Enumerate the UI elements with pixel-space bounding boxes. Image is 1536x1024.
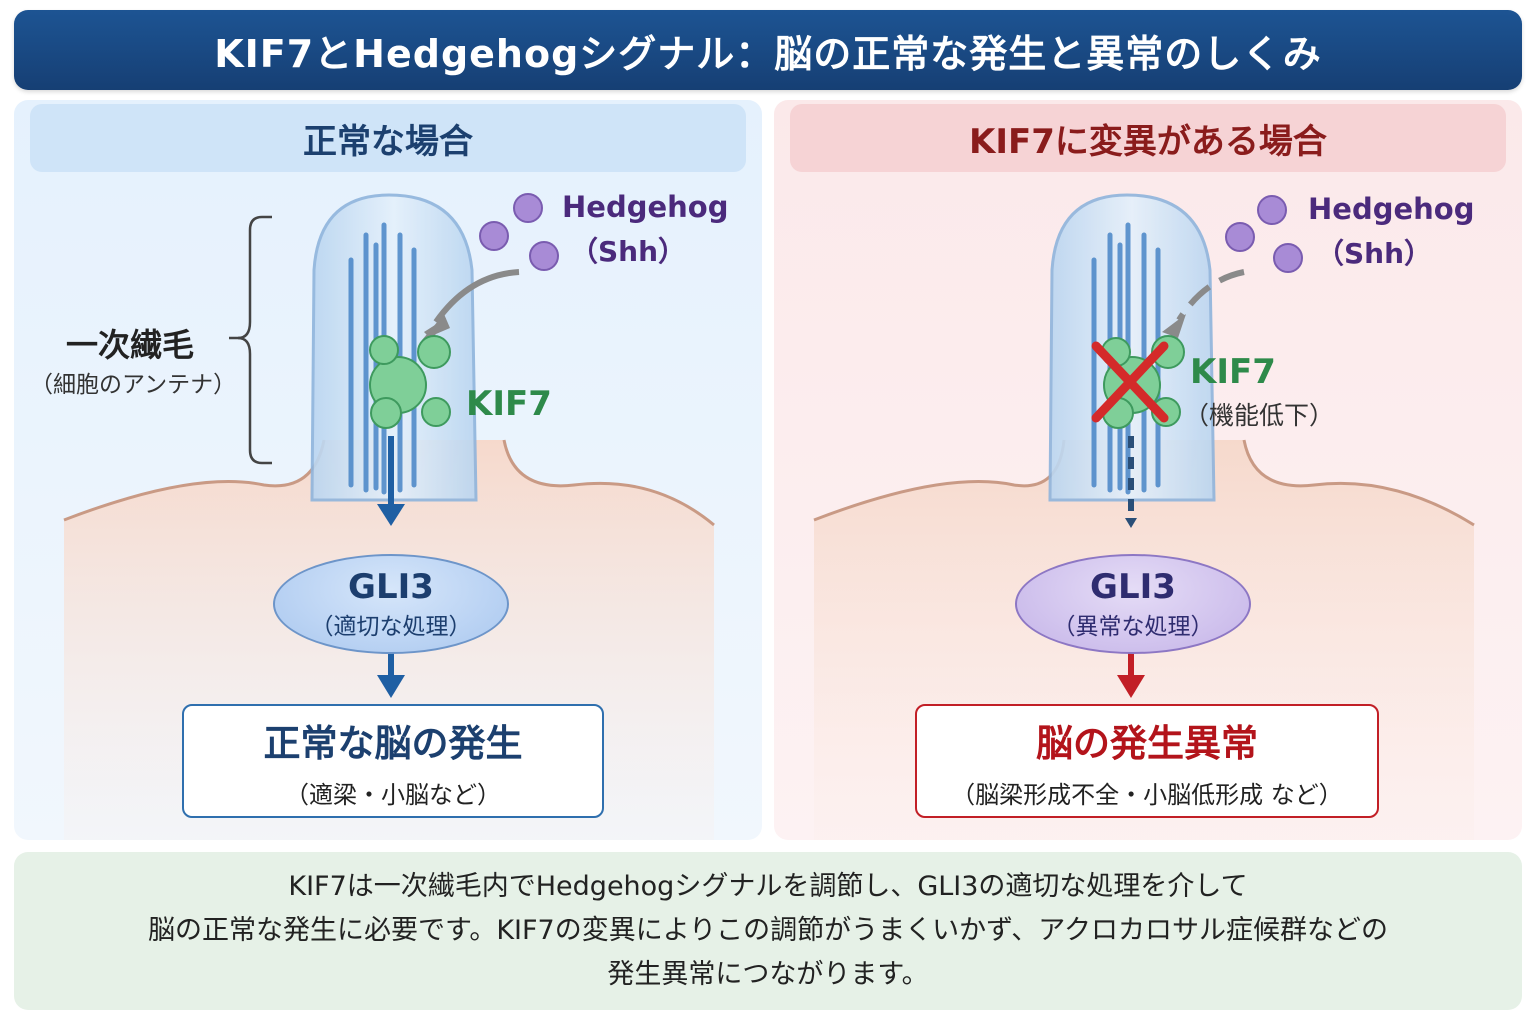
gli3-sub-label: （異常な処理）: [1052, 614, 1214, 640]
inhibition-x-icon: [1091, 341, 1169, 423]
hedgehog-label: Hedgehog: [562, 190, 729, 224]
hedgehog-label: Hedgehog: [1308, 192, 1475, 226]
normal-panel-header: 正常な場合: [30, 104, 746, 172]
weak-signal-arrow: [1176, 269, 1245, 322]
abnormal-result-sub: （脳梁形成不全・小脳低形成 など）: [951, 780, 1343, 809]
summary-line: 脳の正常な発生に必要です。KIF7の変異によりこの調節がうまくいかず、アクロカロ…: [148, 915, 1388, 946]
normal-case-panel: 正常な場合: [14, 100, 762, 840]
gli3-label: GLI3: [348, 567, 434, 607]
kif7-label: KIF7: [466, 384, 552, 424]
normal-result-title: 正常な脳の発生: [263, 721, 523, 765]
gli3-node: GLI3 （適切な処理）: [273, 554, 509, 654]
gli3-sub-label: （適切な処理）: [310, 614, 472, 640]
cilia-label: 一次繊毛: [66, 326, 195, 364]
normal-result-box: 正常な脳の発生 （適梁・小脳など）: [182, 704, 604, 818]
kif7-function-label: （機能低下）: [1184, 401, 1335, 430]
cilium-icon: [1048, 193, 1216, 502]
hedgehog-sub-label: （Shh）: [570, 235, 687, 268]
summary-box: KIF7は一次繊毛内でHedgehogシグナルを調節し、GLI3の適切な処理を介…: [14, 852, 1522, 1010]
abnormal-result-title: 脳の発生異常: [1036, 721, 1258, 765]
summary-line: 発生異常につながります。: [607, 959, 929, 990]
gli3-node: GLI3 （異常な処理）: [1015, 554, 1251, 654]
hedgehog-sub-label: （Shh）: [1316, 237, 1433, 270]
title-bar: KIF7とHedgehogシグナル：脳の正常な発生と異常のしくみ: [14, 10, 1522, 90]
gli3-label: GLI3: [1090, 567, 1176, 607]
hedgehog-molecule-icon: [479, 193, 559, 271]
hedgehog-molecule-icon: [1225, 195, 1303, 273]
cilia-bracket: [237, 215, 272, 465]
normal-result-sub: （適梁・小脳など）: [285, 780, 501, 809]
kif7-label: KIF7: [1190, 352, 1276, 392]
cilia-sub-label: （細胞のアンテナ）: [30, 372, 237, 398]
page-title: KIF7とHedgehogシグナル：脳の正常な発生と異常のしくみ: [214, 31, 1322, 76]
summary-line: KIF7は一次繊毛内でHedgehogシグナルを調節し、GLI3の適切な処理を介…: [288, 871, 1248, 902]
mutation-panel-header: KIF7に変異がある場合: [790, 104, 1506, 172]
kif7-protein-icon: [369, 335, 451, 429]
signal-arrow: [433, 269, 520, 324]
cell-membrane-edge: [63, 439, 715, 527]
mutation-case-panel: KIF7に変異がある場合: [774, 100, 1522, 840]
abnormal-result-box: 脳の発生異常 （脳梁形成不全・小脳低形成 など）: [915, 704, 1379, 818]
